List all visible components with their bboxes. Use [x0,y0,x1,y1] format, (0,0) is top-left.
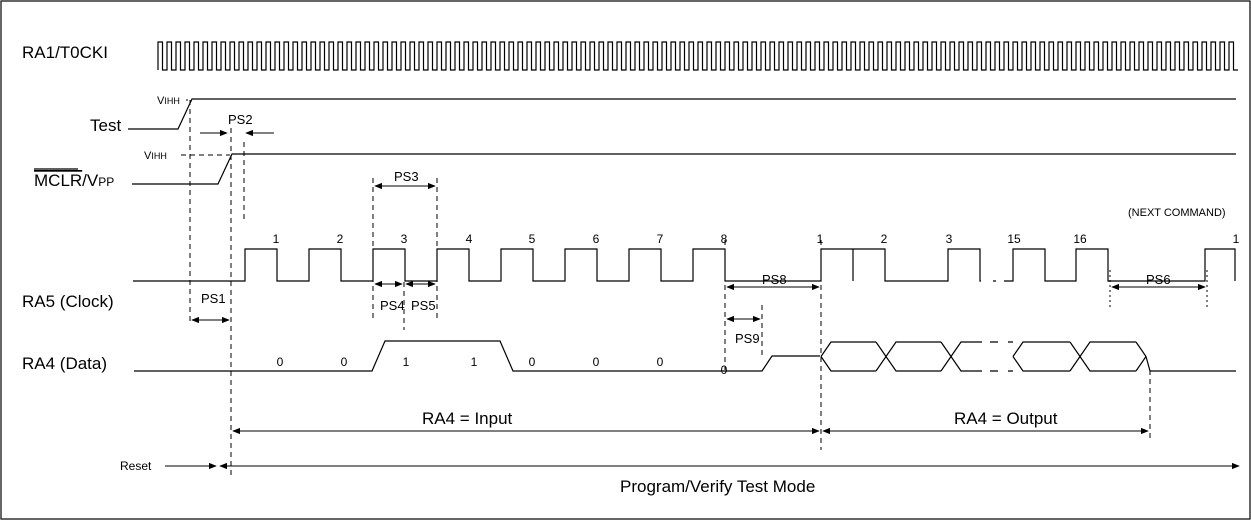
svg-text:PS6: PS6 [1146,272,1171,287]
clock-number-second-3: 3 [946,232,953,246]
data-bit-8: 0 [721,363,728,377]
clock-number-first-3: 3 [401,232,408,246]
clock-number-first-1: 1 [273,232,280,246]
data-bit-6: 0 [593,355,600,369]
ra5-clock-waveform [133,248,1236,282]
svg-text:PS2: PS2 [228,112,253,127]
svg-text:PS9: PS9 [735,331,760,346]
ra1-clock-waveform [157,41,1238,71]
ra4-output-range: RA4 = Output [822,409,1149,435]
ps1-marker: PS1 [191,291,230,324]
data-bit-1: 0 [277,355,284,369]
ps2-marker: PS2 [200,112,274,137]
clock-number-first-7: 7 [657,232,664,246]
svg-text:Program/Verify Test Mode: Program/Verify Test Mode [620,477,815,496]
clock-number-next: 1 [1233,232,1240,246]
data-bit-2: 0 [341,355,348,369]
ps8-marker: PS8 [726,272,820,291]
clock-number-second-2: 2 [881,232,888,246]
mclr-waveform [132,153,1236,185]
svg-text:PS3: PS3 [394,169,419,184]
test-waveform [128,98,1236,130]
test-label: Test [90,116,121,135]
ra4-input-range: RA4 = Input [232,409,820,435]
svg-text:PS1: PS1 [201,291,226,306]
clock-number-first-8: 8 [721,232,728,246]
test-mode-range: Program/Verify Test Mode [219,462,1240,496]
clock-pulse-numbers: 1 2 3 4 5 6 7 8 1 2 3 15 16 1 [273,232,1240,246]
svg-text:PS8: PS8 [762,272,787,287]
mclr-vpp-label: MCLR/VPP [34,171,114,190]
ra4-output-waveform [820,341,1236,372]
mclr-vihh-label: VIHH [144,150,167,162]
ps6-marker: PS6 [1111,272,1206,291]
svg-text:RA4 = Output: RA4 = Output [954,409,1058,428]
ra5-label: RA5 (Clock) [22,292,114,311]
clock-number-first-4: 4 [466,232,473,246]
svg-text:RA4 = Input: RA4 = Input [422,409,513,428]
ps5-marker: PS5 [405,280,436,313]
reset-marker: Reset [120,459,217,473]
ps4-marker: PS4 [374,280,405,313]
data-bit-5: 0 [529,355,536,369]
next-command-label: (NEXT COMMAND) [1128,207,1226,219]
data-bit-7: 0 [657,355,664,369]
clock-number-second-5: 16 [1073,232,1087,246]
ra4-label: RA4 (Data) [22,354,107,373]
svg-text:PS5: PS5 [411,298,436,313]
clock-number-first-2: 2 [337,232,344,246]
data-bit-4: 1 [471,355,478,369]
data-bits: 0 0 1 1 0 0 0 0 [277,355,728,377]
data-bit-3: 1 [403,355,410,369]
clock-number-first-6: 6 [593,232,600,246]
svg-text:PS4: PS4 [380,298,405,313]
clock-number-second-1: 1 [817,232,824,246]
test-vihh-label: VIHH [157,95,180,107]
svg-text:Reset: Reset [120,459,152,473]
clock-number-first-5: 5 [529,232,536,246]
ps9-marker: PS9 [726,315,761,346]
ps3-marker: PS3 [374,169,436,190]
clock-number-second-4: 15 [1007,232,1021,246]
ra1-t0cki-label: RA1/T0CKI [22,43,108,62]
ra4-input-waveform [134,340,820,372]
